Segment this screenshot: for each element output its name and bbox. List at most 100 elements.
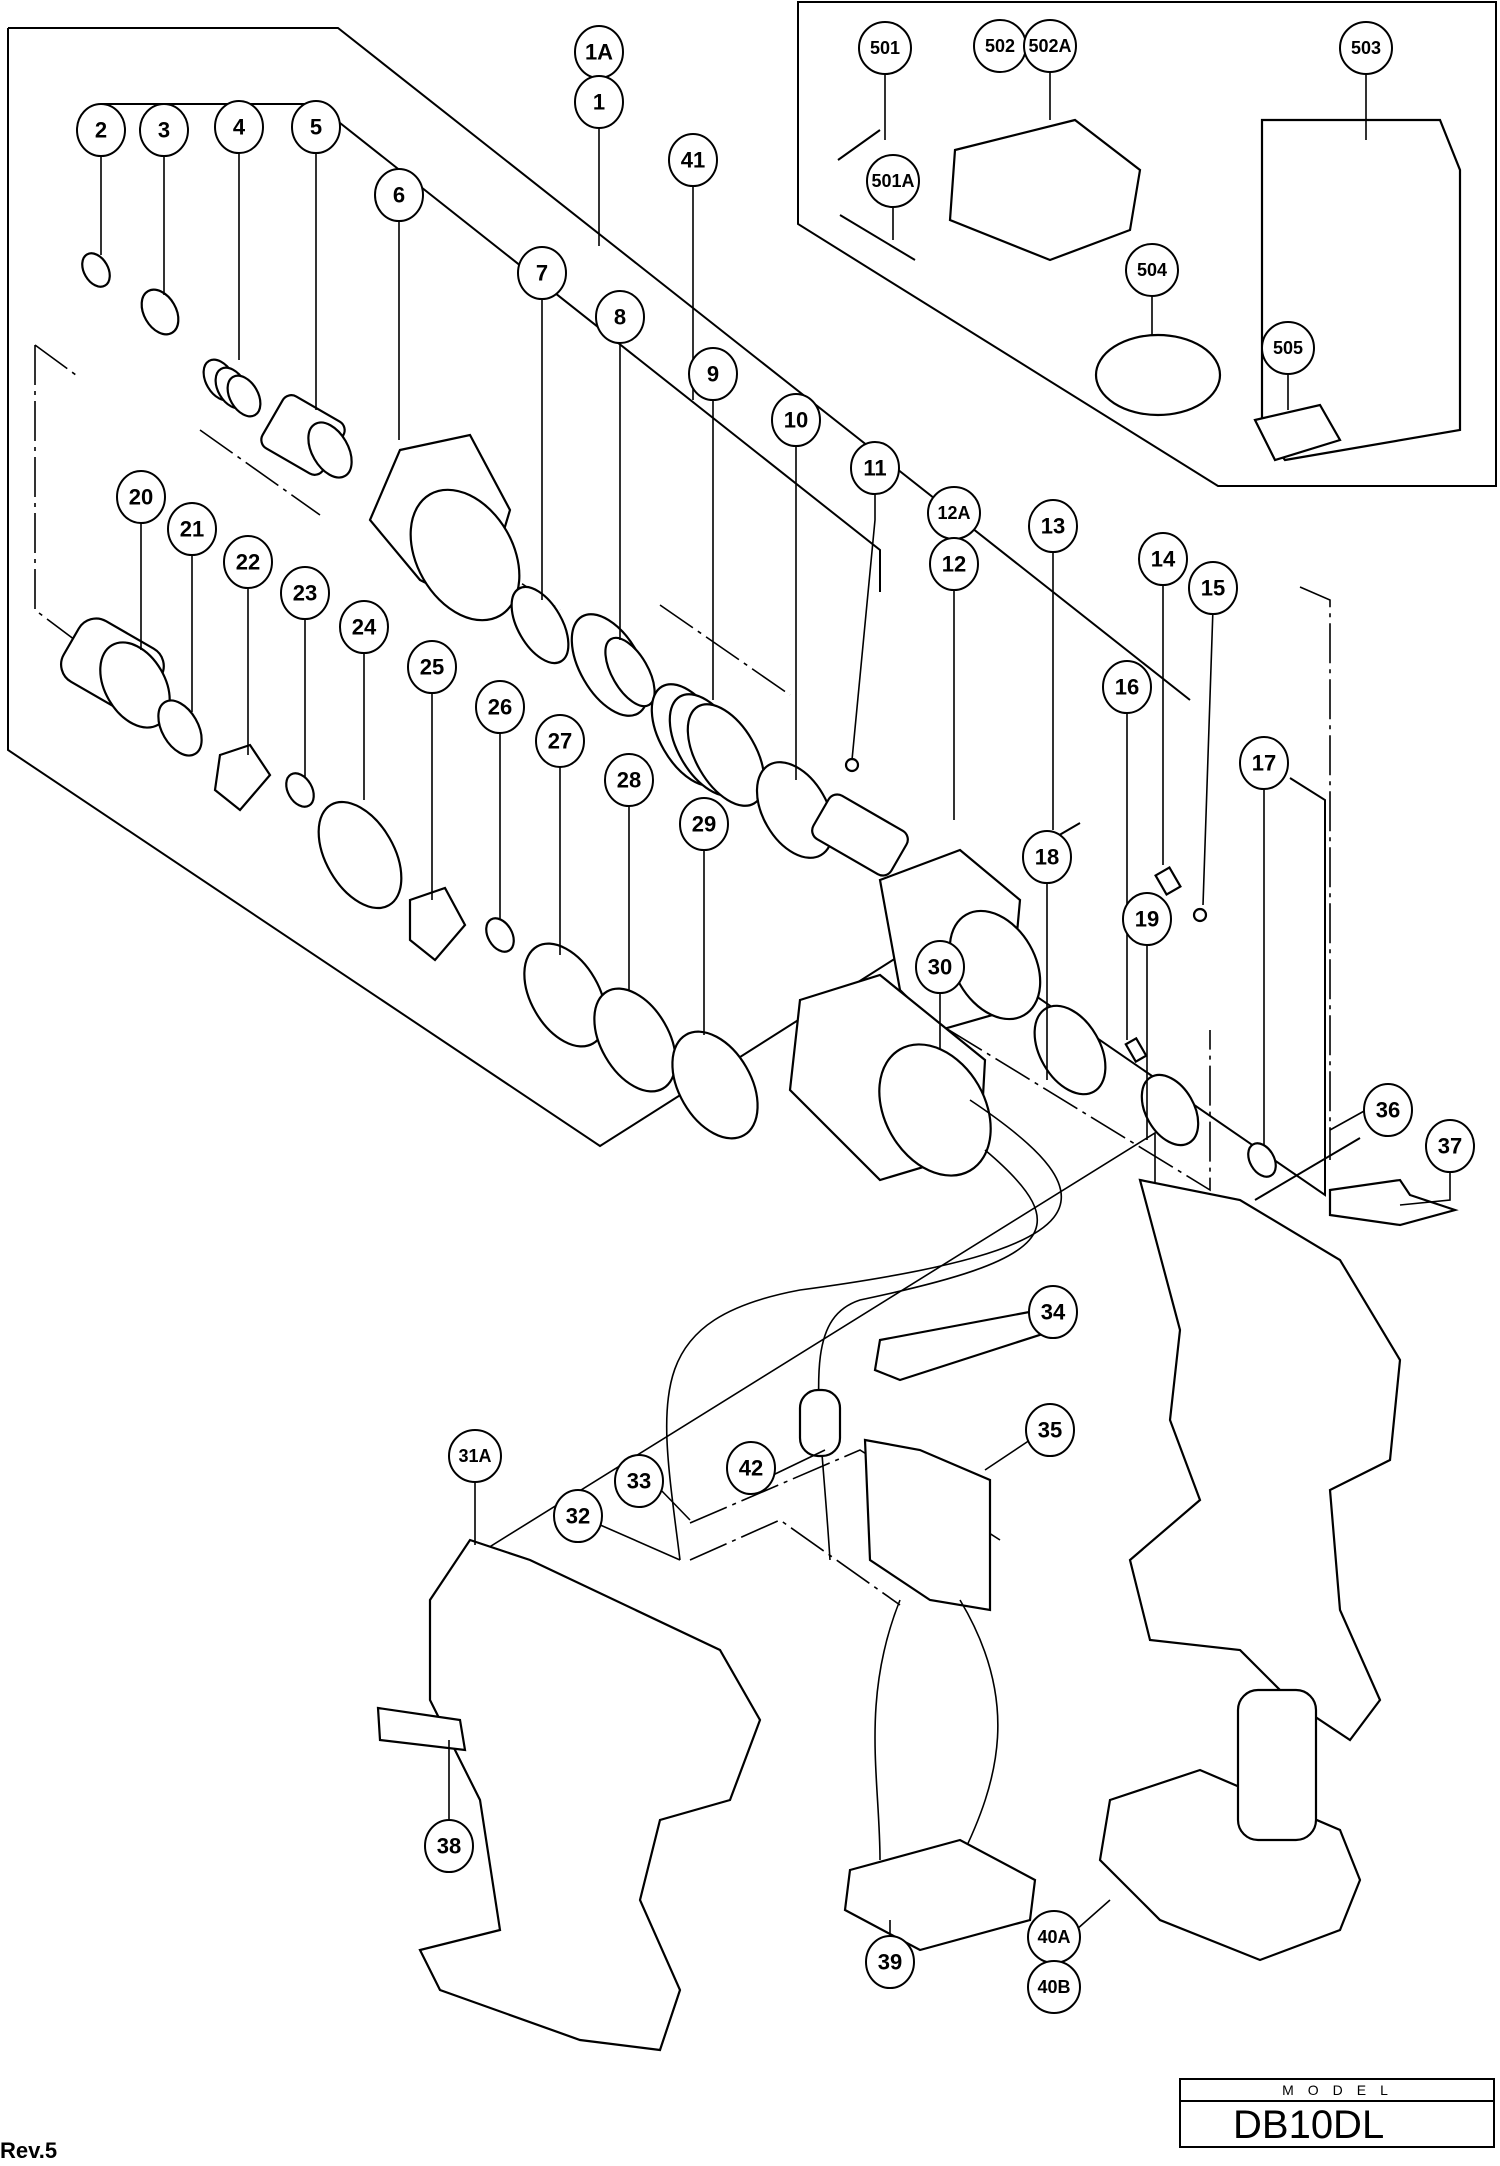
callout-number: 1A — [585, 40, 613, 65]
callout-bubble — [1363, 1083, 1413, 1137]
callout-bubble — [553, 1489, 603, 1543]
part-8-cam — [570, 613, 656, 717]
callout-number: 38 — [437, 1834, 461, 1859]
callout-501A: 501A — [866, 154, 920, 208]
callout-12: 12 — [929, 537, 979, 591]
callout-27: 27 — [535, 714, 585, 768]
part-20-ring-gear — [60, 617, 171, 729]
callout-bubble — [614, 1454, 664, 1508]
callout-bubble — [407, 640, 457, 694]
callout-bubble — [1022, 830, 1072, 884]
model-title-block: MODEL DB10DL — [1179, 2078, 1495, 2148]
part-39-board — [843, 1838, 1037, 1952]
callout-number: 32 — [566, 1504, 590, 1529]
callout-bubble — [535, 714, 585, 768]
callout-2: 2 — [76, 103, 126, 157]
callout-28: 28 — [604, 753, 654, 807]
part-5-sleeve — [260, 394, 353, 479]
callout-number: 37 — [1438, 1134, 1462, 1159]
callout-17: 17 — [1239, 736, 1289, 790]
callout-33: 33 — [614, 1454, 664, 1508]
callout-40B: 40B — [1027, 1960, 1081, 2014]
part-38-nameplate — [376, 1706, 467, 1752]
callout-3: 3 — [139, 103, 189, 157]
callout-bubble — [517, 246, 567, 300]
callout-bubble — [1025, 1403, 1075, 1457]
callout-number: 12 — [942, 552, 966, 577]
callout-bubble — [771, 393, 821, 447]
callout-number: 29 — [692, 812, 716, 837]
callout-bubble — [1125, 243, 1179, 297]
callout-501: 501 — [858, 21, 912, 75]
part-24-washer — [317, 800, 403, 910]
callout-bubble — [214, 100, 264, 154]
part-37-label — [1328, 1178, 1459, 1227]
part-6-collar — [368, 433, 521, 622]
callout-bubble — [679, 797, 729, 851]
callout-bubble — [139, 103, 189, 157]
callout-5: 5 — [291, 100, 341, 154]
callout-bubble — [1023, 19, 1077, 73]
part-36-screw — [1254, 1137, 1361, 1201]
callout-bubble — [76, 103, 126, 157]
callout-bubble — [1425, 1119, 1475, 1173]
part-504-cap — [1094, 333, 1222, 417]
callout-bubble — [291, 100, 341, 154]
part-housing-right — [1128, 1178, 1402, 1742]
callout-bubble — [866, 154, 920, 208]
callout-bubble — [167, 502, 217, 556]
part-17-gear — [1247, 1142, 1277, 1178]
callout-36: 36 — [1363, 1083, 1413, 1137]
callout-6: 6 — [374, 168, 424, 222]
callout-19: 19 — [1122, 892, 1172, 946]
callout-bubble — [915, 940, 965, 994]
part-2-retaining-ring — [81, 252, 111, 288]
callout-bubble — [726, 1441, 776, 1495]
callout-number: 28 — [617, 768, 641, 793]
callout-bubble — [374, 168, 424, 222]
callout-number: 16 — [1115, 675, 1139, 700]
callout-37: 37 — [1425, 1119, 1475, 1173]
callout-29: 29 — [679, 797, 729, 851]
callout-bubble — [574, 75, 624, 129]
callout-bubble — [339, 600, 389, 654]
callout-bubble — [448, 1429, 502, 1483]
callout-34: 34 — [1028, 1285, 1078, 1339]
part-34-lever — [873, 1308, 1057, 1382]
callout-number: 22 — [236, 550, 260, 575]
model-label: MODEL — [1181, 2080, 1493, 2102]
callout-number: 40B — [1037, 1977, 1070, 1997]
part-15-ball — [1192, 907, 1208, 923]
callout-bubble — [280, 566, 330, 620]
callout-number: 14 — [1151, 547, 1176, 572]
callout-number: 31A — [458, 1446, 491, 1466]
part-42-holder — [798, 1388, 842, 1458]
part-19-carrier — [1140, 1073, 1200, 1147]
callout-14: 14 — [1138, 532, 1188, 586]
callout-number: 12A — [937, 503, 970, 523]
callout-number: 30 — [928, 955, 952, 980]
part-21-washer — [157, 699, 203, 757]
part-29-plate — [671, 1030, 759, 1140]
callout-number: 4 — [233, 115, 246, 140]
part-30-motor — [788, 973, 992, 1182]
callout-bubble — [1027, 1960, 1081, 2014]
part-14-pin — [1154, 865, 1182, 897]
callout-bubble — [1239, 736, 1289, 790]
part-16-pin — [1124, 1036, 1148, 1064]
part-9-spring — [650, 683, 766, 807]
callout-number: 21 — [180, 517, 204, 542]
callout-number: 1 — [593, 90, 605, 115]
callout-number: 502A — [1028, 36, 1071, 56]
callout-bubble — [850, 441, 900, 495]
callout-number: 2 — [95, 118, 107, 143]
callout-number: 18 — [1035, 845, 1059, 870]
callout-number: 501A — [871, 171, 914, 191]
callout-40A: 40A — [1027, 1910, 1081, 1964]
callout-number: 9 — [707, 362, 719, 387]
callout-bubble — [604, 753, 654, 807]
part-4-spring — [202, 358, 262, 418]
model-value: DB10DL — [1233, 2103, 1385, 2147]
callout-number: 502 — [985, 36, 1015, 56]
